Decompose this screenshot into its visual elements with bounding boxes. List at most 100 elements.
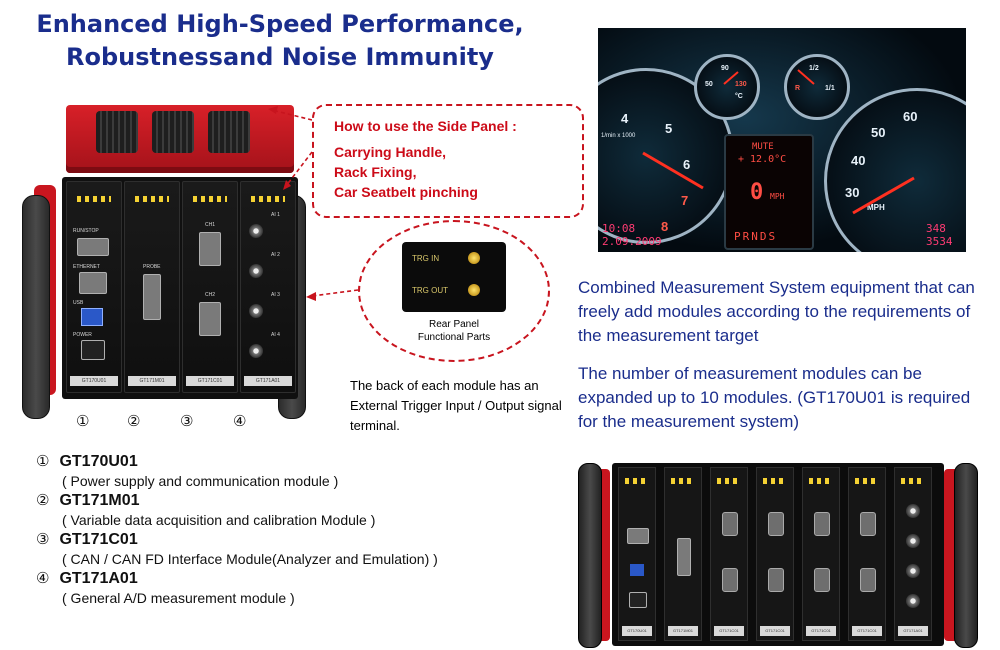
rack-module: GT171C01 (848, 467, 886, 641)
can-port (814, 512, 830, 536)
ethernet-port (627, 528, 649, 544)
ch1-label: CH1 (205, 222, 216, 228)
probe-connector (677, 538, 691, 576)
lcd-mute: MUTE (752, 142, 774, 152)
rack-module: GT171C01 (710, 467, 748, 641)
clock-date: 2.09.2009 (602, 235, 662, 248)
trigger-note: The back of each module has an External … (350, 378, 562, 433)
module-gt171c01: CH1 CH2 GT171C01 (182, 181, 238, 393)
module-description: ( CAN / CAN FD Interface Module(Analyzer… (62, 551, 438, 567)
module-gt171m01: PROBE GT171M01 (124, 181, 180, 393)
runstop-label: RUN/STOP (73, 228, 99, 234)
arrow-to-rear-panel (311, 289, 359, 297)
module-description: ( Power supply and communication module … (62, 473, 339, 489)
module-label: GT170U01 (622, 626, 652, 636)
item-marker: ② (36, 491, 50, 509)
speed-number: 30 (845, 185, 860, 200)
fan-grille (96, 111, 138, 153)
bnc-connector (249, 344, 263, 358)
ethernet-label: ETHERNET (73, 264, 100, 270)
fuel-mark: R (795, 85, 801, 92)
can-port (814, 568, 830, 592)
ethernet-port (79, 272, 107, 294)
speed-number: 60 (903, 109, 918, 124)
status-leds (135, 196, 169, 202)
rack-module: GT171C01 (756, 467, 794, 641)
item-marker: ③ (36, 530, 50, 548)
rear-caption-line: Rear Panel (428, 319, 480, 330)
usb-label: USB (73, 300, 84, 306)
can-port (860, 512, 876, 536)
probe-label: PROBE (143, 264, 161, 270)
rack-module: GT171C01 (802, 467, 840, 641)
module-label: GT171M01 (668, 626, 698, 636)
trg-out-label: TRG OUT (412, 286, 448, 295)
lcd-speed: 0 (750, 180, 764, 205)
side-panel-use: Carrying Handle, (334, 144, 447, 160)
fan-grille (208, 111, 250, 153)
status-leds (855, 478, 879, 484)
arrow-to-side-handle (285, 151, 313, 187)
rack-module: GT170U01 (618, 467, 656, 641)
module-code: GT170U01 (59, 453, 138, 470)
usb-port (630, 564, 644, 576)
status-leds (901, 478, 925, 484)
lcd-temperature: + 12.0°C (738, 154, 787, 165)
rack-module: GT171M01 (664, 467, 702, 641)
list-item: ③ GT171C01 ( CAN / CAN FD Interface Modul… (36, 530, 556, 569)
tach-number: 6 (683, 157, 691, 172)
module-label: GT170U01 (70, 376, 118, 386)
list-item: ① GT170U01 ( Power supply and communicati… (36, 452, 556, 491)
description-paragraph: The number of measurement modules can be… (578, 364, 971, 431)
module-code: GT171M01 (59, 492, 140, 509)
lcd-gears: PRNDS (734, 230, 778, 243)
item-marker: ① (36, 452, 50, 470)
fuel-mark: 1/2 (809, 65, 819, 72)
tach-number: 4 (621, 111, 629, 126)
fuel-gauge: R 1/2 1/1 (784, 54, 850, 120)
runstop-button (77, 238, 109, 256)
module-marker-2: ② (127, 412, 141, 430)
title-line-1: Enhanced High-Speed Performance, (36, 10, 524, 38)
temp-mark: 50 (705, 81, 713, 88)
module-marker-3: ③ (180, 412, 194, 430)
odometer-2: 3534 (926, 235, 953, 248)
clock-time: 10:08 (602, 222, 636, 235)
can-port (768, 568, 784, 592)
module-code: GT171C01 (59, 531, 138, 548)
ai-label: AI 2 (271, 252, 280, 258)
rack-handle-right (954, 463, 978, 648)
trg-in-connector (468, 252, 480, 264)
module-gt170u01: RUN/STOP ETHERNET USB POWER GT170U01 (66, 181, 122, 393)
tach-number: 5 (665, 121, 673, 136)
status-leds (671, 478, 695, 484)
module-code: GT171A01 (59, 570, 138, 587)
bnc-connector (249, 304, 263, 318)
probe-connector (143, 274, 161, 320)
side-panel-use: Rack Fixing, (334, 164, 417, 180)
module-list: ① GT170U01 ( Power supply and communicati… (36, 452, 556, 608)
arrow-to-top-panel (271, 109, 313, 121)
speed-number: 40 (851, 153, 866, 168)
dashboard-photo: 4 5 6 7 8 1/min x 1000 10:08 2.09.2009 5… (598, 28, 966, 252)
speedometer-gauge: 60 50 40 30 MPH (824, 88, 966, 252)
module-label: GT171M01 (128, 376, 176, 386)
device-front-photo: RUN/STOP ETHERNET USB POWER GT170U01 PRO… (22, 105, 306, 419)
module-label: GT171C01 (852, 626, 882, 636)
rear-panel-caption: Rear Panel Functional Parts (380, 318, 528, 344)
rear-caption-line: Functional Parts (417, 332, 491, 343)
status-leds (251, 196, 285, 202)
side-panel-heading: How to use the Side Panel : (334, 118, 517, 134)
status-leds (717, 478, 741, 484)
status-leds (763, 478, 787, 484)
module-gt171a01: AI 1 AI 2 AI 3 AI 4 GT171A01 (240, 181, 296, 393)
module-label: GT171C01 (714, 626, 744, 636)
arrowhead (306, 292, 316, 301)
module-label: GT171A01 (244, 376, 292, 386)
speed-unit: MPH (867, 203, 885, 212)
module-description: ( General A/D measurement module ) (62, 590, 295, 606)
side-panel-top (66, 105, 294, 173)
arrowhead (268, 106, 278, 114)
module-marker-1: ① (76, 412, 90, 430)
